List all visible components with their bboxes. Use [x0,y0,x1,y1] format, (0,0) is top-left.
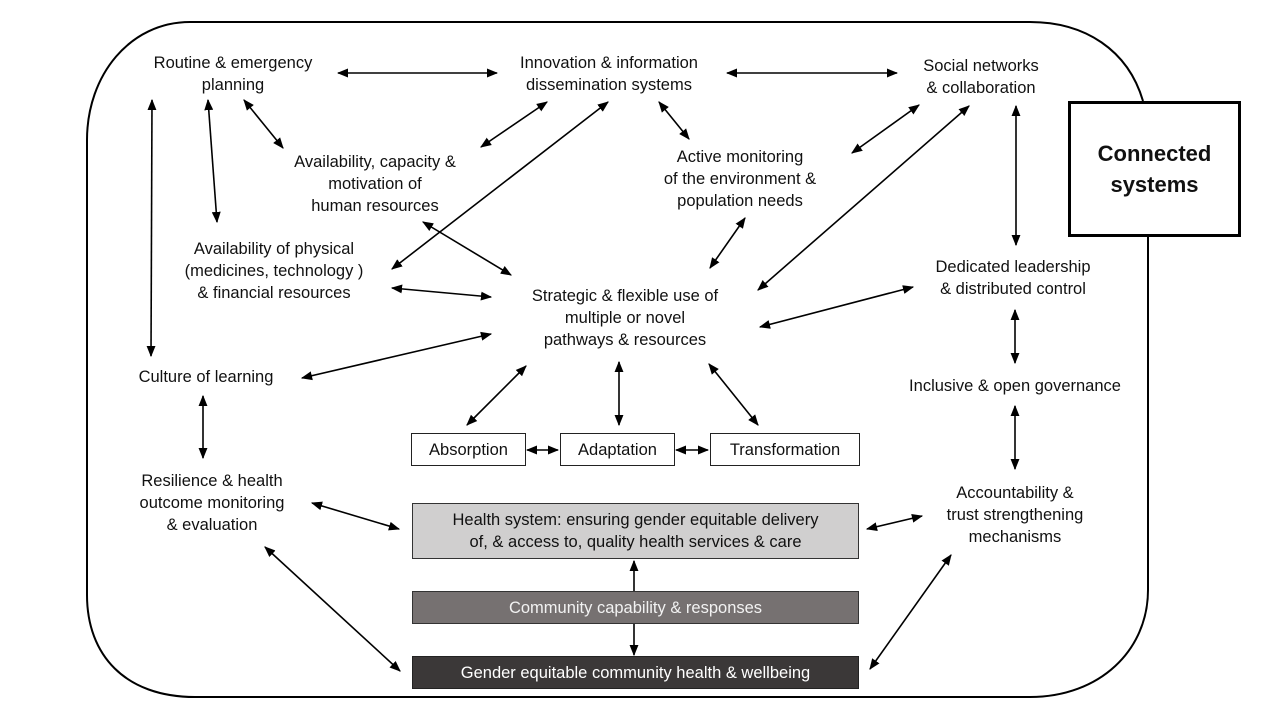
node-strategic-use: Strategic & flexible use of multiple or … [531,287,719,349]
node-routine-planning: Routine & emergency planning [153,54,313,94]
node-active-monitoring: Active monitoring of the environment & p… [663,148,817,210]
community-capability-box: Community capability & responses [412,591,859,624]
system-boundary [86,21,1149,698]
arrow-social-networks-to-strategic-use [757,105,970,291]
arrow-routine-planning-to-physical-resources [204,98,221,224]
capacity-transformation: Transformation [710,433,860,466]
node-culture-learning: Culture of learning [138,368,274,386]
arrow-routine-planning-to-human-resources [243,99,284,149]
arrow-routine-planning-to-culture-learning [146,98,157,358]
health-system-label: Health system: ensuring gender equitable… [452,511,819,551]
node-human-resources: Availability, capacity & motivation of h… [294,153,456,215]
node-inclusive-governance: Inclusive & open governance [909,377,1121,395]
arrow-strategic-use-to-absorption [466,365,527,426]
arrow-dedicated-leadership-to-strategic-use [758,285,915,329]
node-resilience-monitoring: Resilience & health outcome monitoring &… [139,472,285,534]
arrow-physical-resources-to-strategic-use [390,284,493,301]
capacity-absorption: Absorption [411,433,526,466]
community-wellbeing-box: Gender equitable community health & well… [412,656,859,689]
adaptation-label: Adaptation [578,440,657,459]
node-social-networks: Social networks & collaboration [923,57,1039,97]
node-innovation-info: Innovation & information dissemination s… [520,54,698,94]
arrow-culture-learning-to-strategic-use [300,331,493,381]
arrow-resilience-monitoring-to-health-system [310,501,401,531]
community-wellbeing-label: Gender equitable community health & well… [460,663,811,682]
arrow-human-resources-to-strategic-use [422,221,512,276]
node-dedicated-leadership: Dedicated leadership & distributed contr… [935,258,1091,298]
health-system-box: Health system: ensuring gender equitable… [412,503,859,559]
absorption-label: Absorption [429,440,508,459]
node-accountability: Accountability & trust strengthening mec… [946,484,1084,546]
community-capability-label: Community capability & responses [508,598,763,617]
capacity-adaptation: Adaptation [560,433,675,466]
arrow-social-networks-to-active-monitoring [851,104,920,154]
transformation-label: Transformation [729,440,841,459]
connected-systems-label: Connected systems [1097,141,1212,197]
arrow-innovation-info-to-active-monitoring [658,101,690,140]
arrow-accountability-to-health-system [865,513,924,532]
arrow-innovation-info-to-human-resources [480,101,548,148]
arrow-strategic-use-to-transformation [708,363,759,426]
arrow-resilience-monitoring-to-community-wellbeing [264,546,401,672]
connected-systems-box: Connected systems [1068,101,1241,237]
node-physical-resources: Availability of physical (medicines, tec… [184,240,364,302]
arrow-active-monitoring-to-strategic-use [709,217,746,269]
arrow-accountability-to-community-wellbeing [869,554,952,670]
